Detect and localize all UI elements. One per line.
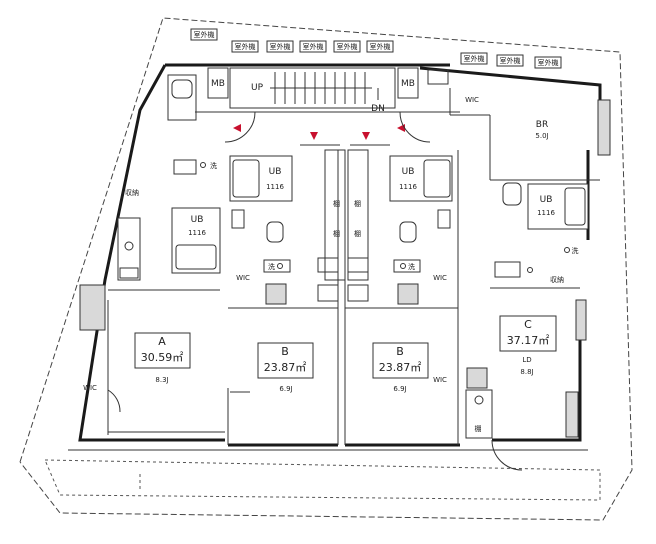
svg-text:室外機: 室外機 xyxy=(464,54,485,63)
entrance-arrow-c xyxy=(397,124,405,132)
ub-size-c: 1116 xyxy=(537,209,555,217)
wic-label-b1: WIC xyxy=(236,274,250,282)
wash-label-b2: 洗 xyxy=(408,262,415,271)
svg-text:室外機: 室外機 xyxy=(337,42,358,51)
svg-text:室外機: 室外機 xyxy=(194,30,215,39)
outdoor-unit-label: 室外機 xyxy=(534,56,562,69)
unit-a: 洗 収納 UB 1116 A 30.59㎡ 8.3J WIC xyxy=(79,74,225,435)
unit-letter-a: A xyxy=(158,335,166,348)
site-boundary xyxy=(19,17,633,521)
wash-label-c: 洗 xyxy=(572,246,579,255)
svg-text:室外機: 室外機 xyxy=(235,42,256,51)
ub-size-b2: 1116 xyxy=(399,183,417,191)
mb-label-right: MB xyxy=(401,79,415,89)
unit-area-a: 30.59㎡ xyxy=(141,351,184,364)
unit-area-b1: 23.87㎡ xyxy=(264,361,307,374)
center-shelving: 棚 棚 棚 棚 xyxy=(317,149,369,302)
unit-ld-a: 8.3J xyxy=(155,376,168,384)
wic-label-c: WIC xyxy=(465,96,479,104)
mb-label-left: MB xyxy=(211,79,225,89)
unit-ld-b2: 6.9J xyxy=(393,385,406,393)
shelf-label: 棚 xyxy=(354,229,361,238)
unit-letter-b2: B xyxy=(396,345,404,358)
svg-text:室外機: 室外機 xyxy=(370,42,391,51)
entrance-arrow-b1 xyxy=(310,132,318,140)
ub-label-b2: UB xyxy=(402,167,415,177)
unit-letter-c: C xyxy=(524,318,532,331)
br-label: BR xyxy=(536,120,548,130)
outdoor-unit-label: 室外機 xyxy=(231,40,259,53)
unit-ld-c: 8.8J xyxy=(520,368,533,376)
outdoor-units: 室外機 室外機 室外機 室外機 室外機 室外機 室外機 室外機 室外機 xyxy=(190,28,562,69)
svg-text:室外機: 室外機 xyxy=(270,42,291,51)
unit-b1: UB 1116 洗 WIC B 23.87㎡ 6.9J xyxy=(227,150,339,445)
ub-label-c: UB xyxy=(540,195,553,205)
storage-label-c: 収納 xyxy=(550,275,564,284)
entrance-arrow-b2 xyxy=(362,132,370,140)
svg-text:室外機: 室外機 xyxy=(500,56,521,65)
entrance-arrow-a xyxy=(233,124,241,132)
outdoor-unit-label: 室外機 xyxy=(496,54,524,67)
outdoor-unit-label: 室外機 xyxy=(190,28,218,41)
shelf-label: 棚 xyxy=(333,199,340,208)
br-size: 5.0J xyxy=(535,132,548,140)
outdoor-unit-label: 室外機 xyxy=(333,40,361,53)
unit-area-c: 37.17㎡ xyxy=(507,334,550,347)
outdoor-unit-label: 室外機 xyxy=(299,40,327,53)
stair-up-label: UP xyxy=(251,83,264,93)
stair-core: MB MB UP DN xyxy=(207,67,419,114)
unit-ld-label-c: LD xyxy=(522,356,531,364)
storage-label-a: 収納 xyxy=(125,188,139,197)
svg-text:室外機: 室外機 xyxy=(538,58,559,67)
stair-down-label: DN xyxy=(371,104,385,114)
unit-b2: UB 1116 洗 WIC B 23.87㎡ 6.9J WIC xyxy=(344,150,459,445)
unit-c: WIC BR 5.0J UB 1116 洗 収納 C 37.17㎡ LD 8.8… xyxy=(427,69,611,471)
shelf-label: 棚 xyxy=(354,199,361,208)
wic-label-b2: WIC xyxy=(433,274,447,282)
ub-size-b1: 1116 xyxy=(266,183,284,191)
outdoor-unit-label: 室外機 xyxy=(366,40,394,53)
wash-label-a: 洗 xyxy=(210,161,217,170)
wash-label-b1: 洗 xyxy=(268,262,275,271)
unit-ld-b1: 6.9J xyxy=(279,385,292,393)
stair-treads xyxy=(270,72,372,104)
svg-text:室外機: 室外機 xyxy=(303,42,324,51)
shelf-label-c: 棚 xyxy=(475,424,482,433)
ub-label-b1: UB xyxy=(269,167,282,177)
entrance-arrows xyxy=(233,124,405,140)
outdoor-unit-label: 室外機 xyxy=(460,52,488,65)
wic-label-b2-lower: WIC xyxy=(433,376,447,384)
outdoor-unit-label: 室外機 xyxy=(266,40,294,53)
corridor xyxy=(195,111,460,146)
ub-label-a: UB xyxy=(191,215,204,225)
ub-size-a: 1116 xyxy=(188,229,206,237)
unit-letter-b1: B xyxy=(281,345,289,358)
wic-label-a: WIC xyxy=(83,384,97,392)
shelf-label: 棚 xyxy=(333,229,340,238)
unit-area-b2: 23.87㎡ xyxy=(379,361,422,374)
